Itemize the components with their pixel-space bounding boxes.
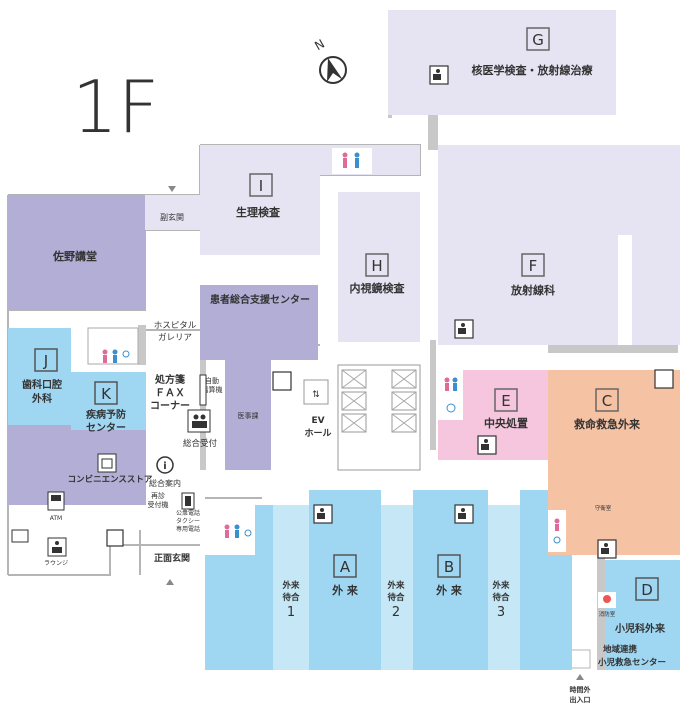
svg-text:精算機: 精算機 bbox=[202, 385, 223, 394]
svg-text:総合案内: 総合案内 bbox=[149, 478, 181, 488]
svg-text:2: 2 bbox=[392, 605, 400, 620]
svg-text:ホスピタル: ホスピタル bbox=[154, 321, 197, 331]
svg-text:外来: 外来 bbox=[386, 580, 405, 591]
svg-text:外 来: 外 来 bbox=[331, 583, 359, 597]
svg-text:N: N bbox=[312, 37, 327, 54]
floor-label: 1F bbox=[72, 65, 159, 149]
area-h[interactable]: H 内視鏡検査 bbox=[350, 253, 405, 295]
svg-text:ＦＡＸ: ＦＡＸ bbox=[155, 387, 185, 399]
svg-text:F: F bbox=[529, 257, 538, 275]
svg-text:コンビニエンスストア: コンビニエンスストア bbox=[68, 474, 153, 485]
svg-text:小児科外来: 小児科外来 bbox=[614, 622, 666, 635]
svg-text:外科: 外科 bbox=[31, 392, 52, 405]
wheelchair-icon bbox=[11, 529, 29, 543]
svg-text:ラウンジ: ラウンジ bbox=[44, 559, 68, 567]
svg-text:D: D bbox=[641, 581, 653, 599]
svg-text:受付機: 受付機 bbox=[148, 500, 169, 509]
svg-text:J: J bbox=[43, 352, 48, 370]
kanja-label: 患者総合支援センター bbox=[210, 293, 310, 306]
svg-text:ガレリア: ガレリア bbox=[158, 332, 192, 343]
svg-text:核医学検査・放射線治療: 核医学検査・放射線治療 bbox=[472, 63, 594, 77]
area-a[interactable]: A 外 来 bbox=[331, 554, 359, 597]
compass-icon: N bbox=[312, 37, 347, 84]
svg-text:タクシー: タクシー bbox=[176, 517, 200, 525]
svg-text:医事課: 医事課 bbox=[238, 411, 259, 420]
phone-icon bbox=[181, 492, 195, 510]
svg-text:専用電話: 専用電話 bbox=[176, 525, 200, 533]
svg-text:C: C bbox=[602, 392, 612, 410]
svg-text:i: i bbox=[163, 461, 166, 472]
svg-text:ATM: ATM bbox=[50, 515, 62, 522]
info-icon: i bbox=[156, 456, 174, 474]
svg-text:I: I bbox=[259, 177, 263, 195]
entrance-markers bbox=[166, 186, 584, 680]
svg-text:小児救急センター: 小児救急センター bbox=[597, 657, 666, 668]
svg-text:G: G bbox=[532, 31, 544, 49]
svg-text:センター: センター bbox=[86, 422, 126, 434]
svg-text:B: B bbox=[444, 558, 454, 576]
svg-text:処方箋: 処方箋 bbox=[154, 373, 185, 386]
svg-text:守衛室: 守衛室 bbox=[595, 504, 612, 512]
svg-text:H: H bbox=[371, 257, 382, 275]
svg-text:救命救急外来: 救命救急外来 bbox=[574, 417, 641, 431]
svg-text:再診: 再診 bbox=[151, 491, 165, 500]
shobo-icon bbox=[598, 592, 616, 608]
svg-text:外 来: 外 来 bbox=[435, 583, 463, 597]
purple-areas bbox=[8, 195, 318, 505]
area-i[interactable]: I 生理検査 bbox=[236, 173, 280, 219]
area-k[interactable]: K 疾病予防 センター bbox=[86, 381, 126, 434]
shomen-label: 正面玄関 bbox=[154, 552, 190, 564]
reception-icon bbox=[187, 409, 211, 433]
area-f[interactable]: F 放射線科 bbox=[510, 253, 555, 297]
shop-icon bbox=[97, 453, 117, 473]
svg-text:待合: 待合 bbox=[281, 592, 300, 603]
elevator-icon: ⇅ bbox=[312, 390, 320, 400]
area-c-bg bbox=[548, 370, 680, 555]
atm-icon bbox=[47, 491, 65, 511]
svg-text:歯科口腔: 歯科口腔 bbox=[22, 378, 62, 391]
area-e[interactable]: E 中央処置 bbox=[484, 388, 528, 430]
svg-text:3: 3 bbox=[497, 605, 505, 620]
svg-text:消防室: 消防室 bbox=[599, 610, 616, 618]
svg-text:外来: 外来 bbox=[491, 580, 510, 591]
sano-label: 佐野講堂 bbox=[52, 249, 97, 263]
svg-text:待合: 待合 bbox=[491, 592, 510, 603]
restroom-icons bbox=[87, 148, 566, 555]
svg-text:地域連携: 地域連携 bbox=[603, 644, 638, 655]
area-b[interactable]: B 外 来 bbox=[435, 554, 463, 597]
svg-text:中央処置: 中央処置 bbox=[484, 416, 528, 430]
svg-text:放射線科: 放射線科 bbox=[510, 283, 555, 297]
area-j[interactable]: J 歯科口腔 外科 bbox=[22, 348, 62, 405]
svg-text:総合受付: 総合受付 bbox=[183, 438, 218, 449]
svg-text:A: A bbox=[340, 558, 351, 576]
area-g[interactable]: G 核医学検査・放射線治療 bbox=[472, 27, 594, 77]
svg-text:待合: 待合 bbox=[386, 592, 405, 603]
svg-text:疾病予防: 疾病予防 bbox=[86, 408, 126, 421]
area-c[interactable]: C 救命救急外来 bbox=[574, 388, 641, 431]
svg-text:E: E bbox=[501, 392, 510, 410]
svg-text:時間外: 時間外 bbox=[570, 685, 591, 694]
svg-text:K: K bbox=[101, 385, 112, 403]
svg-text:出入口: 出入口 bbox=[570, 695, 591, 704]
fukugenkan-label: 副玄関 bbox=[160, 212, 184, 222]
area-d[interactable]: D 小児科外来 bbox=[614, 577, 666, 635]
svg-text:⇅: ⇅ bbox=[312, 390, 320, 400]
lounge-icon bbox=[47, 537, 67, 557]
svg-text:コーナー: コーナー bbox=[150, 400, 190, 412]
svg-text:1: 1 bbox=[287, 605, 295, 620]
svg-text:生理検査: 生理検査 bbox=[236, 205, 280, 219]
svg-text:外来: 外来 bbox=[281, 580, 300, 591]
svg-text:内視鏡検査: 内視鏡検査 bbox=[350, 281, 405, 295]
svg-text:ホール: ホール bbox=[304, 428, 331, 439]
svg-text:EV: EV bbox=[311, 416, 324, 426]
svg-text:自動: 自動 bbox=[205, 376, 219, 385]
svg-text:公衆電話: 公衆電話 bbox=[176, 509, 200, 517]
fax-machine-icon bbox=[199, 374, 207, 406]
